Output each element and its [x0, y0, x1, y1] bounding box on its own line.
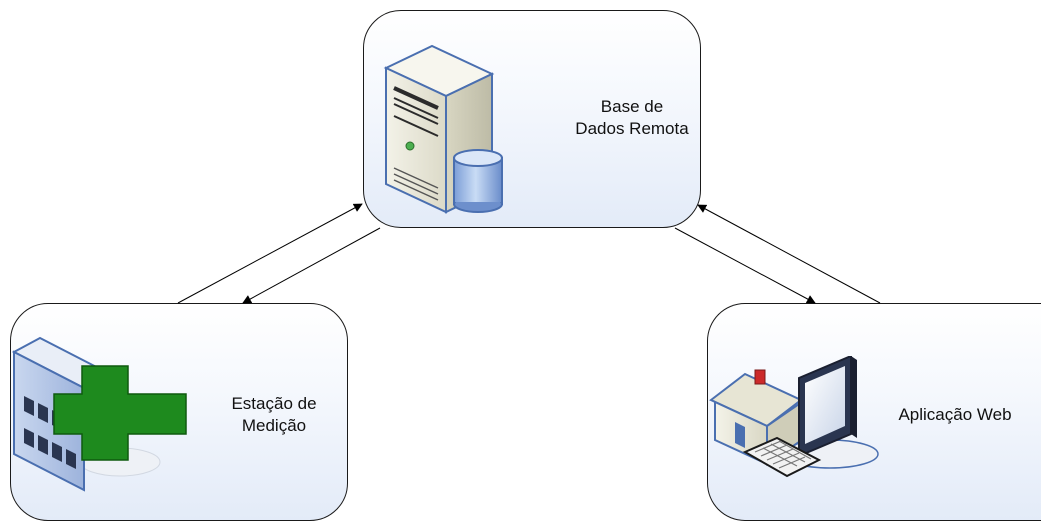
web-app-label-line1: Aplicação Web: [898, 405, 1012, 424]
web-app-node-label: Aplicação Web: [880, 404, 1030, 426]
database-label-line2: Dados Remota: [575, 119, 689, 138]
edge-web-to-database: [697, 204, 881, 304]
edge-database-to-station: [242, 227, 381, 304]
house-computer-icon: [709, 356, 879, 478]
station-node-label: Estação de Medição: [204, 393, 344, 437]
station-label-line1: Estação de: [231, 394, 317, 413]
edge-database-to-web: [674, 227, 816, 304]
medical-building-icon: [11, 336, 187, 492]
database-node-label: Base de Dados Remota: [566, 96, 698, 140]
station-label-line2: Medição: [241, 416, 307, 435]
database-label-line1: Base de: [600, 97, 664, 116]
edge-station-to-database: [177, 203, 363, 304]
server-database-icon: [383, 44, 503, 214]
